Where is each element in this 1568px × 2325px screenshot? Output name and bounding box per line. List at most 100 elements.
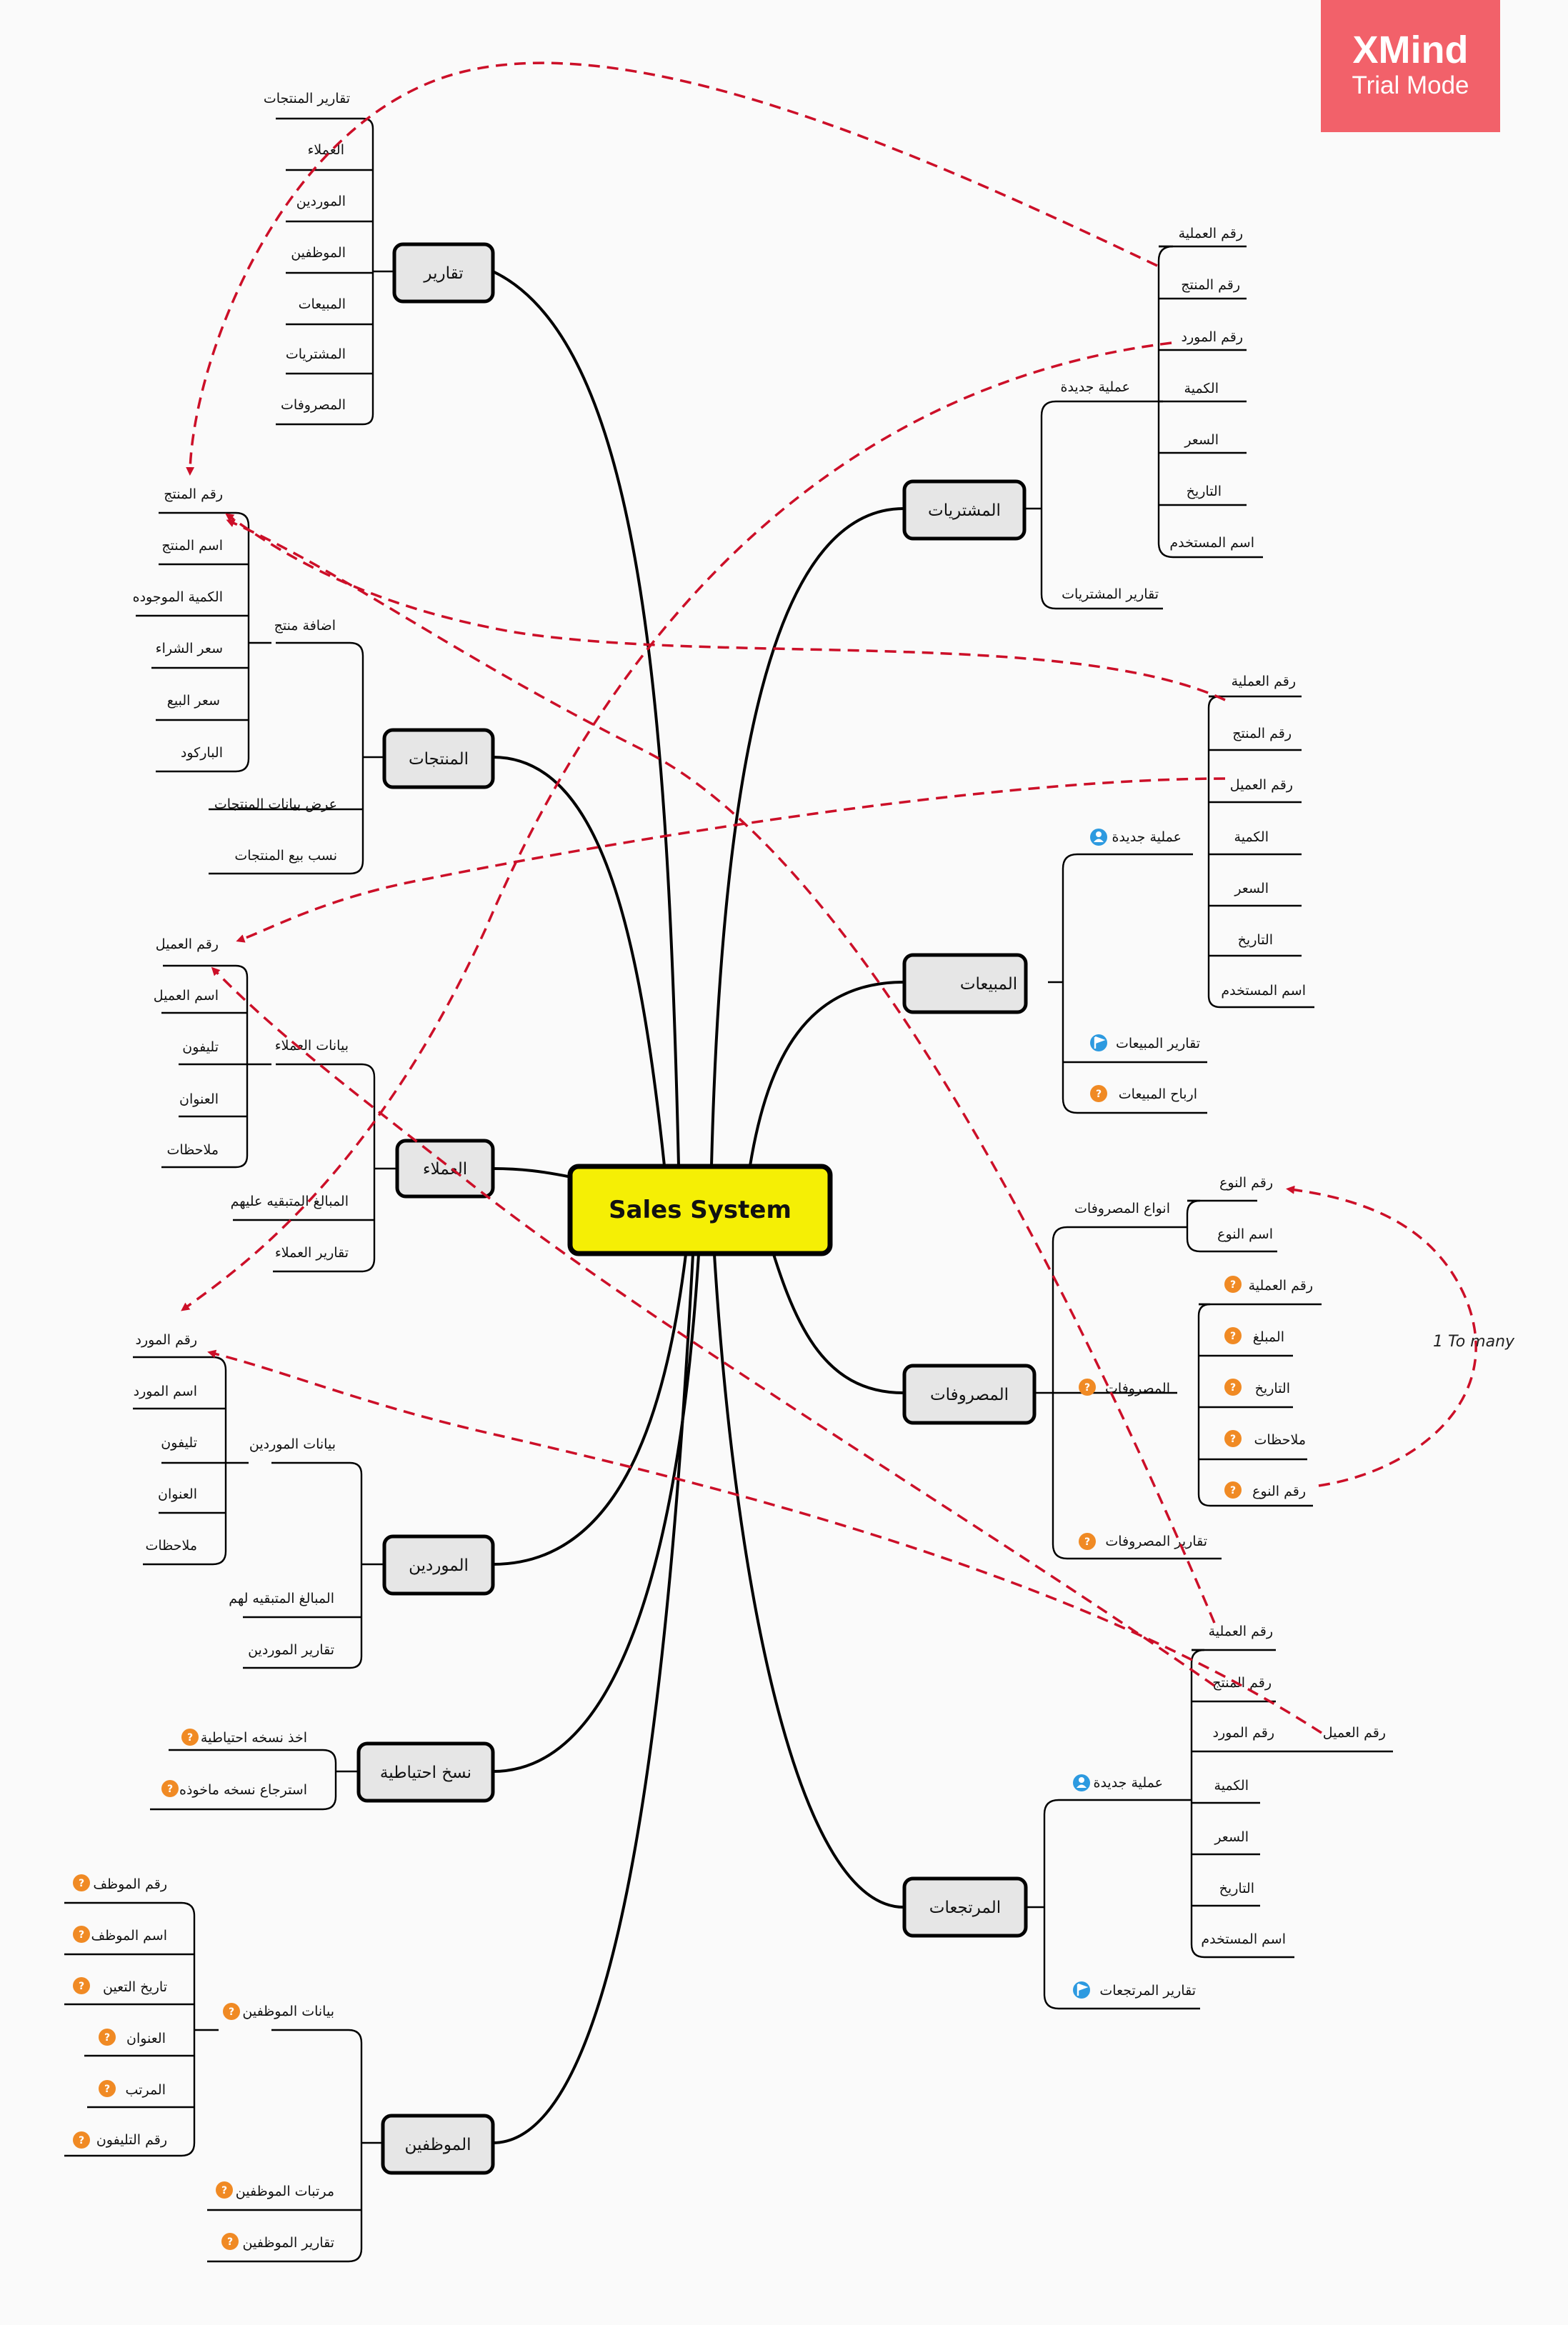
customers-field[interactable]: العنوان	[179, 1091, 219, 1107]
expenses-reports[interactable]: تقارير المصروفات	[1105, 1534, 1207, 1549]
employees-field[interactable]: العنوان	[126, 2031, 166, 2046]
expenses-field[interactable]: المبلغ	[1253, 1329, 1284, 1345]
purchases-field[interactable]: رقم المورد	[1182, 329, 1243, 345]
sales-field[interactable]: رقم المنتج	[1232, 726, 1292, 741]
topic-returns[interactable]: المرتجعات	[902, 1876, 1028, 1938]
reports-item[interactable]: الموظفين	[291, 245, 346, 261]
products-view[interactable]: عرض بيانات المنتجات	[214, 796, 337, 812]
reports-item[interactable]: الموردين	[296, 194, 346, 209]
reports-item[interactable]: تقارير المنتجات	[264, 91, 350, 106]
sales-field[interactable]: اسم المستخدم	[1221, 983, 1306, 999]
expenses-expenses[interactable]: المصروفات	[1105, 1381, 1170, 1396]
employees-reports[interactable]: تقارير الموظفين	[243, 2235, 334, 2251]
returns-field[interactable]: الكمية	[1214, 1778, 1249, 1794]
products-field[interactable]: الباركود	[181, 745, 223, 761]
expenses-types[interactable]: انواع المصروفات	[1074, 1201, 1170, 1216]
topic-employees[interactable]: الموظفين	[381, 2114, 495, 2175]
backup-restore[interactable]: استرجاع نسخه ماخوذه	[179, 1782, 307, 1798]
purchases-field[interactable]: اسم المستخدم	[1169, 535, 1254, 551]
customers-data[interactable]: بيانات العملاء	[275, 1038, 349, 1054]
suppliers-dues[interactable]: المبالغ المتبقيه لهم	[229, 1591, 334, 1606]
topic-backup[interactable]: نسخ احتياطية	[356, 1741, 495, 1803]
products-field[interactable]: سعر البيع	[167, 693, 220, 709]
question-mark-icon: ?	[161, 1780, 179, 1797]
topic-expenses[interactable]: المصروفات	[902, 1364, 1037, 1425]
topic-sales[interactable]: المبيعات	[902, 953, 1028, 1014]
returns-field[interactable]: السعر	[1214, 1829, 1249, 1845]
customers-field[interactable]: تليفون	[182, 1039, 219, 1055]
employees-field[interactable]: رقم التليفون	[96, 2132, 167, 2148]
employees-field[interactable]: تاريخ التعين	[103, 1979, 167, 1995]
sales-reports[interactable]: تقارير المبيعات	[1116, 1036, 1200, 1051]
employees-data[interactable]: بيانات الموظفين	[242, 2004, 334, 2019]
central-topic-label: Sales System	[609, 1196, 792, 1224]
suppliers-field[interactable]: العنوان	[158, 1486, 197, 1502]
products-field[interactable]: رقم المنتج	[164, 486, 223, 502]
question-mark-icon: ?	[99, 2029, 116, 2046]
svg-text:?: ?	[79, 1981, 84, 1992]
purchases-field[interactable]: رقم المنتج	[1181, 277, 1240, 293]
topic-purchases[interactable]: المشتريات	[902, 479, 1027, 541]
employees-salaries[interactable]: مرتبات الموظفين	[236, 2184, 334, 2199]
suppliers-field[interactable]: اسم المورد	[134, 1384, 197, 1399]
sales-field[interactable]: رقم العميل	[1230, 777, 1293, 793]
sales-field[interactable]: رقم العملية	[1232, 674, 1296, 689]
backup-take[interactable]: اخذ نسخه احتياطية	[201, 1730, 307, 1746]
suppliers-data[interactable]: بيانات الموردين	[249, 1436, 336, 1452]
expenses-type-field[interactable]: رقم النوع	[1219, 1175, 1273, 1191]
returns-field[interactable]: رقم المنتج	[1212, 1675, 1272, 1691]
products-ratio[interactable]: نسب بيع المنتجات	[234, 848, 337, 864]
products-add[interactable]: اضافة منتج	[274, 618, 336, 634]
products-field[interactable]: الكمية الموجوده	[133, 589, 223, 605]
returns-new-operation[interactable]: عملية جديدة	[1093, 1775, 1163, 1791]
sales-field[interactable]: التاريخ	[1238, 932, 1273, 948]
topic-reports[interactable]: تقارير	[392, 242, 495, 304]
reports-item[interactable]: المصروفات	[281, 397, 346, 413]
employees-field[interactable]: المرتب	[126, 2082, 166, 2098]
customers-field[interactable]: رقم العميل	[156, 936, 219, 952]
products-field[interactable]: سعر الشراء	[156, 641, 223, 656]
suppliers-reports[interactable]: تقارير الموردين	[248, 1642, 334, 1658]
customers-reports[interactable]: تقارير العملاء	[275, 1245, 349, 1261]
topic-products[interactable]: المنتجات	[382, 728, 495, 789]
customers-field[interactable]: ملاحظات	[166, 1142, 219, 1158]
reports-item[interactable]: المشتريات	[286, 346, 346, 362]
employees-field[interactable]: اسم الموظف	[91, 1928, 167, 1944]
question-mark-icon: ?	[73, 1874, 90, 1891]
customers-field[interactable]: اسم العميل	[154, 988, 219, 1004]
purchases-field[interactable]: رقم العملية	[1179, 226, 1243, 241]
sales-field[interactable]: الكمية	[1234, 829, 1269, 845]
topic-suppliers[interactable]: الموردين	[382, 1534, 495, 1596]
suppliers-field[interactable]: رقم المورد	[136, 1332, 197, 1348]
returns-field[interactable]: التاريخ	[1219, 1881, 1254, 1896]
returns-reports[interactable]: تقارير المرتجعات	[1099, 1983, 1196, 1999]
expenses-field[interactable]: رقم العملية	[1249, 1278, 1313, 1294]
purchases-field[interactable]: الكمية	[1184, 381, 1219, 396]
returns-field[interactable]: رقم المورد	[1213, 1725, 1274, 1741]
sales-profits[interactable]: ارباح المبيعات	[1119, 1086, 1197, 1102]
returns-extra-field[interactable]: رقم العميل	[1323, 1725, 1386, 1741]
reports-item[interactable]: المبيعات	[299, 296, 346, 312]
purchases-field[interactable]: السعر	[1184, 432, 1219, 448]
expenses-field[interactable]: رقم النوع	[1252, 1484, 1306, 1499]
topic-customers[interactable]: العملاء	[395, 1139, 495, 1199]
sales-new-operation[interactable]: عملية جديدة	[1112, 829, 1182, 845]
employees-field[interactable]: رقم الموظف	[93, 1876, 167, 1892]
suppliers-field[interactable]: تليفون	[161, 1435, 197, 1451]
expenses-type-field[interactable]: اسم النوع	[1217, 1226, 1273, 1242]
central-topic[interactable]: Sales System	[567, 1164, 833, 1256]
purchases-reports[interactable]: تقارير المشتريات	[1062, 586, 1159, 602]
relationship-returns-product	[226, 519, 1216, 1624]
suppliers-field[interactable]: ملاحظات	[145, 1538, 197, 1554]
customers-debts[interactable]: المبالغ المتبقيه عليهم	[231, 1194, 349, 1209]
returns-field[interactable]: اسم المستخدم	[1201, 1931, 1286, 1947]
purchases-new-operation[interactable]: عملية جديدة	[1060, 379, 1130, 395]
products-field[interactable]: اسم المنتج	[161, 538, 223, 554]
expenses-field[interactable]: ملاحظات	[1254, 1432, 1306, 1448]
returns-field[interactable]: رقم العملية	[1209, 1624, 1273, 1639]
purchases-field[interactable]: التاريخ	[1187, 484, 1222, 499]
expenses-field[interactable]: التاريخ	[1255, 1381, 1290, 1396]
sales-field[interactable]: السعر	[1234, 881, 1269, 896]
svg-text:?: ?	[79, 1878, 84, 1889]
